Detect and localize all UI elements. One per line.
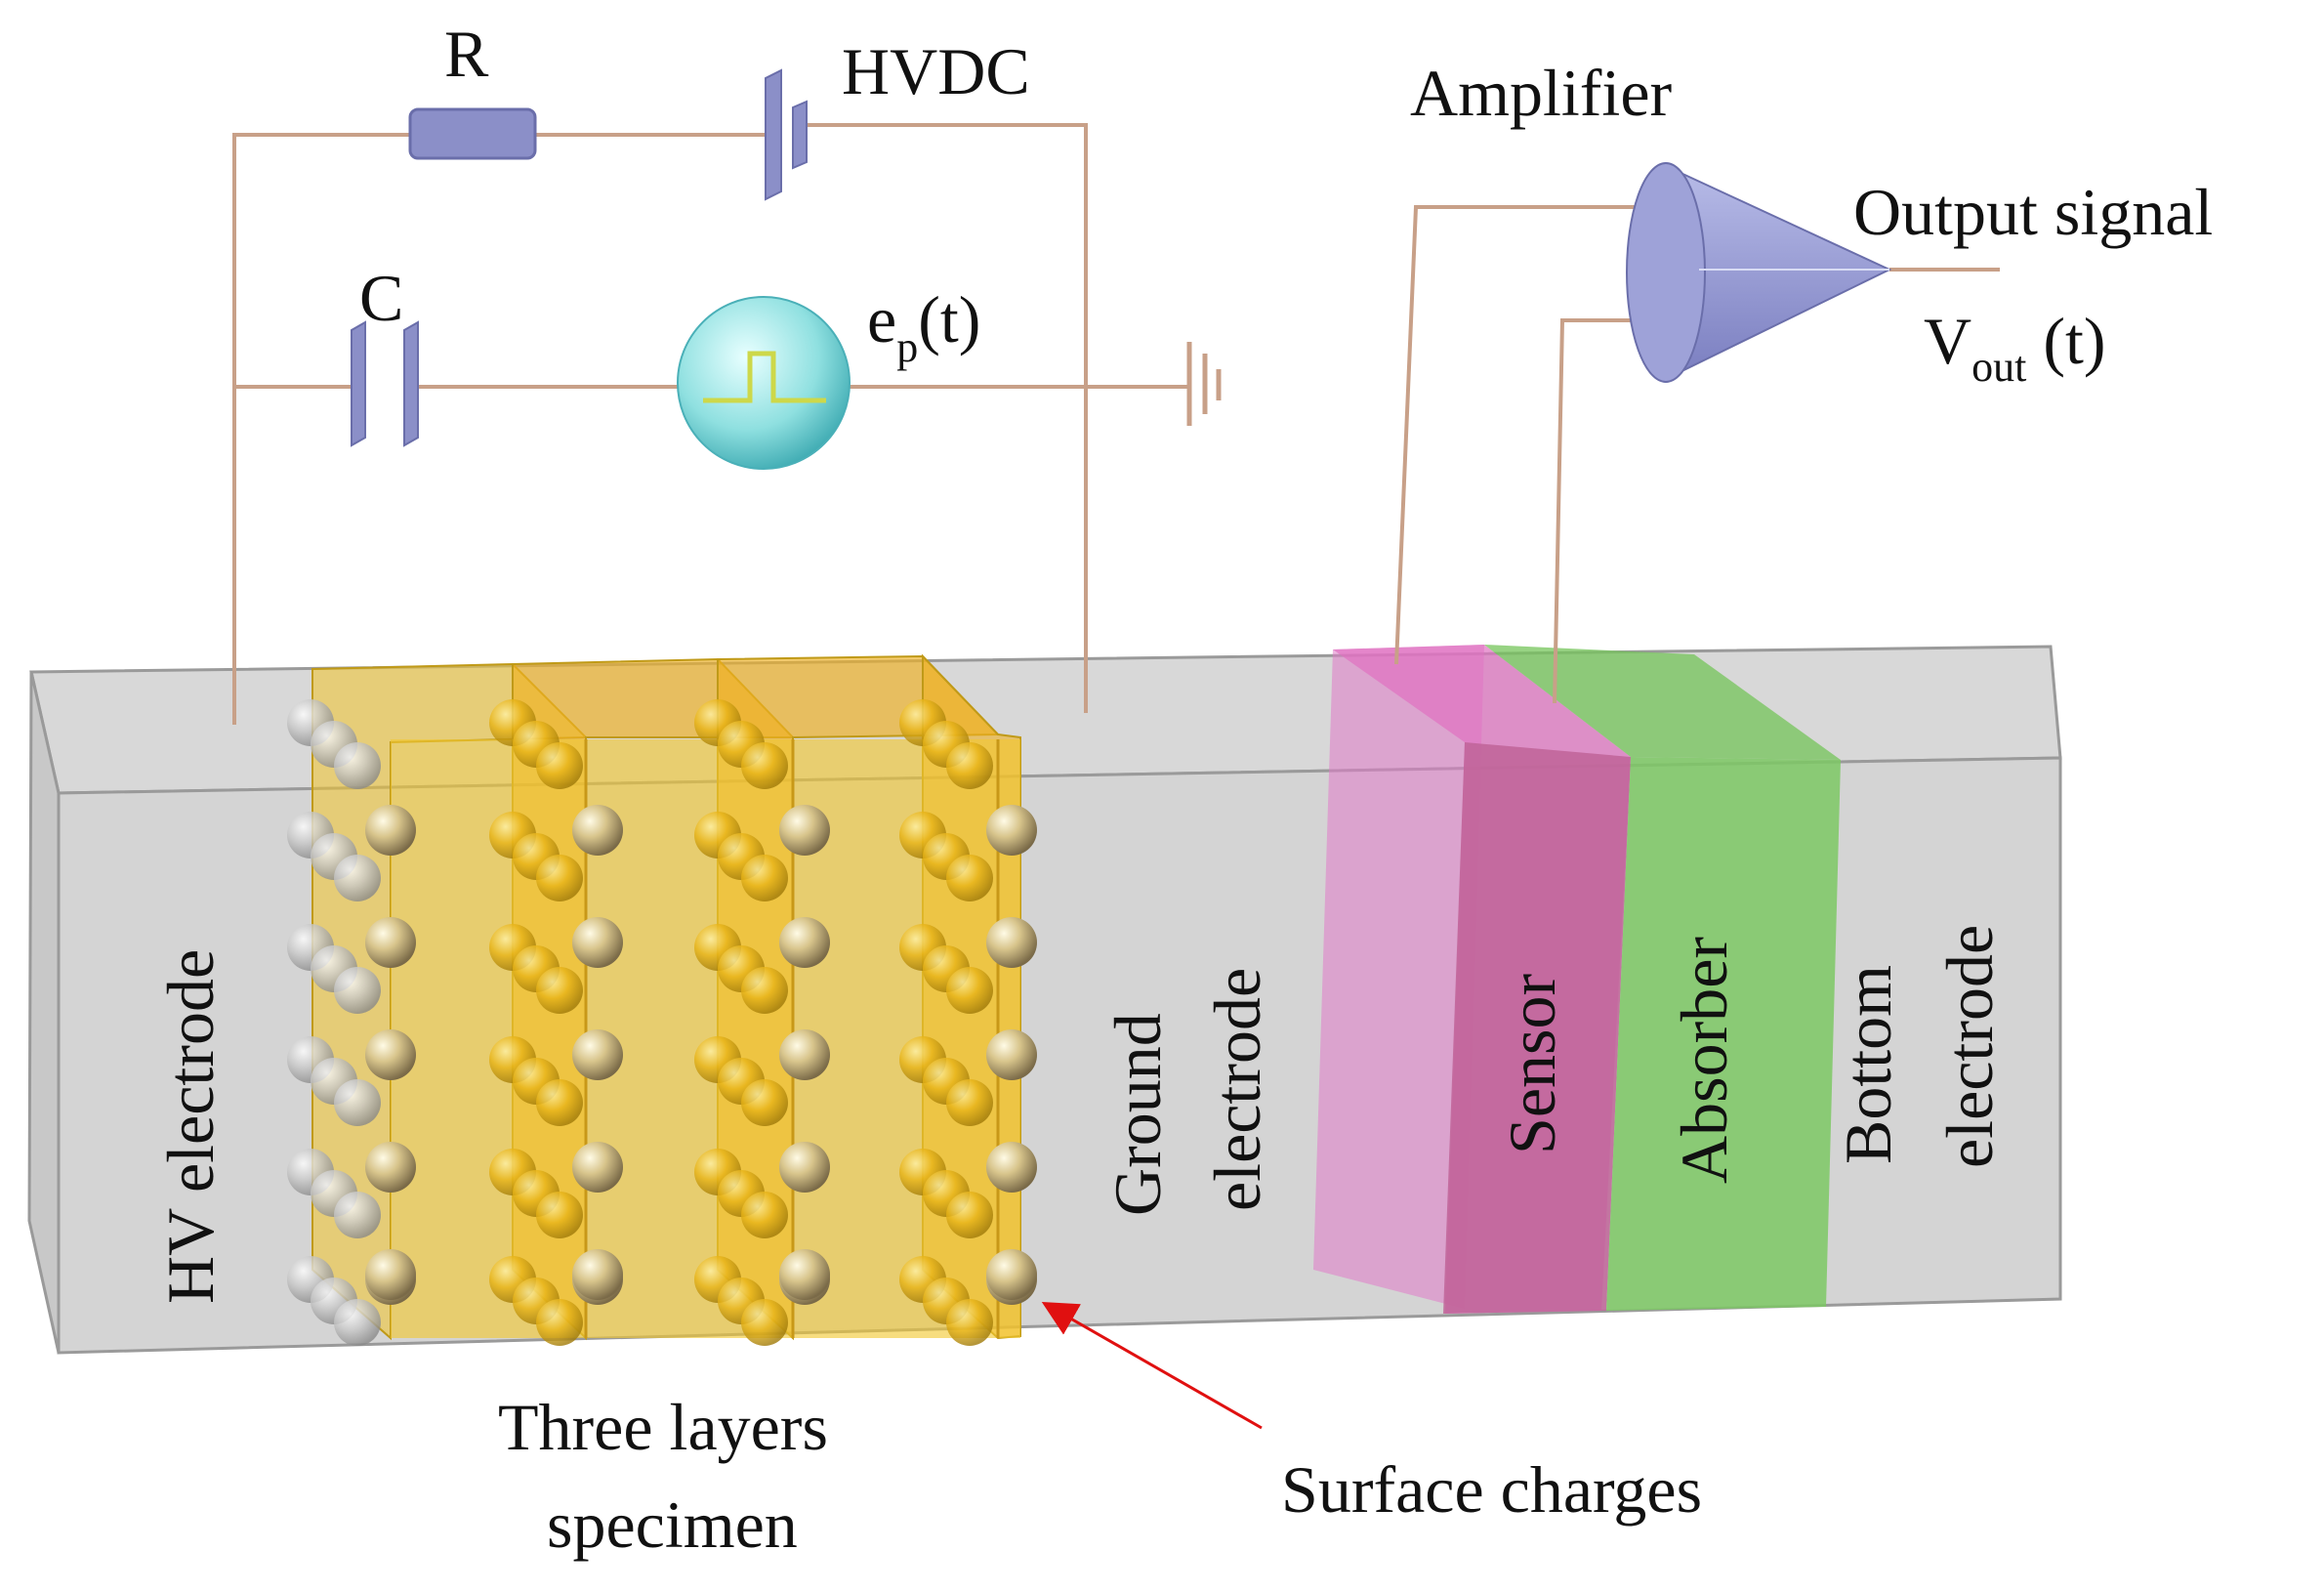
surface-charge-sphere <box>572 917 623 968</box>
amplifier-label: Amplifier <box>1410 56 1673 130</box>
ground-electrode-line2: electrode <box>1200 968 1274 1211</box>
block-left-face <box>27 671 61 1354</box>
pulse-label-tail: (t) <box>918 282 980 356</box>
charge-sphere <box>536 1079 583 1126</box>
absorber-label: Absorber <box>1667 937 1741 1184</box>
charge-sphere <box>741 1192 788 1238</box>
sensor-label: Sensor <box>1495 974 1569 1154</box>
surface-charge-sphere <box>986 917 1037 968</box>
surface-charge-sphere <box>365 1142 416 1193</box>
surface-charge-sphere <box>986 1029 1037 1080</box>
sensor-front <box>1443 742 1631 1314</box>
surface-charge-sphere <box>365 917 416 968</box>
charge-sphere <box>946 1192 993 1238</box>
capacitor <box>351 320 419 447</box>
pulse-label-sub: p <box>896 323 918 371</box>
surface-charge-sphere <box>572 1029 623 1080</box>
surface-charge-sphere <box>779 1249 830 1300</box>
sensor-assembly <box>1313 645 1841 1314</box>
surface-charge-arrow <box>1041 1302 1263 1430</box>
charge-sphere <box>946 1079 993 1126</box>
surface-charge-sphere <box>986 805 1037 856</box>
charge-sphere <box>536 967 583 1014</box>
vout-tail: (t) <box>2026 304 2105 378</box>
ground-symbol-icon <box>1186 342 1222 426</box>
wire-source-to-ground <box>801 123 1088 713</box>
bottom-electrode-line1: Bottom <box>1831 965 1905 1164</box>
resistor <box>408 107 537 160</box>
amplifier-cone <box>1626 162 1892 383</box>
surface-charge-sphere <box>365 805 416 856</box>
wire-hv-left <box>232 133 410 725</box>
charge-sphere <box>536 1192 583 1238</box>
surface-charge-sphere <box>572 1142 623 1193</box>
bottom-electrode-line2: electrode <box>1932 925 2007 1168</box>
wire-sensor-to-amp <box>1394 205 1680 665</box>
surface-charge-sphere <box>779 1029 830 1080</box>
resistor-label: R <box>444 17 489 91</box>
specimen-layers <box>311 653 1021 1341</box>
circuit-wires <box>232 123 2000 725</box>
charge-sphere <box>536 855 583 901</box>
capacitor-label: C <box>359 261 403 335</box>
charge-sphere <box>334 742 381 789</box>
surface-charge-sphere <box>365 1029 416 1080</box>
surface-charge-sphere <box>779 1142 830 1193</box>
charge-sphere <box>334 967 381 1014</box>
charge-sphere <box>946 855 993 901</box>
charge-sphere <box>536 1299 583 1346</box>
surface-charge-sphere <box>779 805 830 856</box>
hv-electrode-label: HV electrode <box>153 949 228 1304</box>
charge-sphere <box>334 1079 381 1126</box>
absorber-front <box>1606 757 1841 1311</box>
surface-charge-sphere <box>572 805 623 856</box>
charge-sphere <box>741 1079 788 1126</box>
charge-sphere <box>536 742 583 789</box>
hvdc-label: HVDC <box>842 34 1030 108</box>
ground-electrode-line1: Ground <box>1100 1013 1175 1216</box>
surface-charge-sphere <box>986 1142 1037 1193</box>
surface-charge-sphere <box>572 1249 623 1300</box>
vout-sub: out <box>1971 343 2026 391</box>
charge-sphere <box>946 742 993 789</box>
charge-sphere <box>741 742 788 789</box>
pulse-label: ep(t) <box>867 282 980 371</box>
surface-charge-sphere <box>779 917 830 968</box>
output-signal-label: Output signal <box>1853 175 2213 249</box>
vout-base: V <box>1924 304 1971 378</box>
charge-sphere <box>741 1299 788 1346</box>
charge-spheres <box>287 699 1037 1346</box>
charge-sphere <box>741 855 788 901</box>
hvdc-source <box>765 68 808 201</box>
surface-charges-label: Surface charges <box>1281 1452 1702 1527</box>
absorber-top <box>1484 645 1841 760</box>
charge-sphere <box>741 967 788 1014</box>
pulse-generator <box>677 296 851 470</box>
surface-charge-sphere <box>986 1249 1037 1300</box>
charge-sphere <box>334 855 381 901</box>
pink-layer-back <box>1313 645 1484 1309</box>
charge-sphere <box>334 1299 381 1346</box>
charge-sphere <box>946 967 993 1014</box>
specimen-label-line1: Three layers <box>498 1390 828 1464</box>
charge-sphere <box>946 1299 993 1346</box>
pulse-label-base: e <box>867 282 896 356</box>
surface-charge-sphere <box>365 1249 416 1300</box>
charge-sphere <box>334 1192 381 1238</box>
specimen-label-line2: specimen <box>547 1487 798 1562</box>
vout-label: Vout (t) <box>1924 304 2106 391</box>
